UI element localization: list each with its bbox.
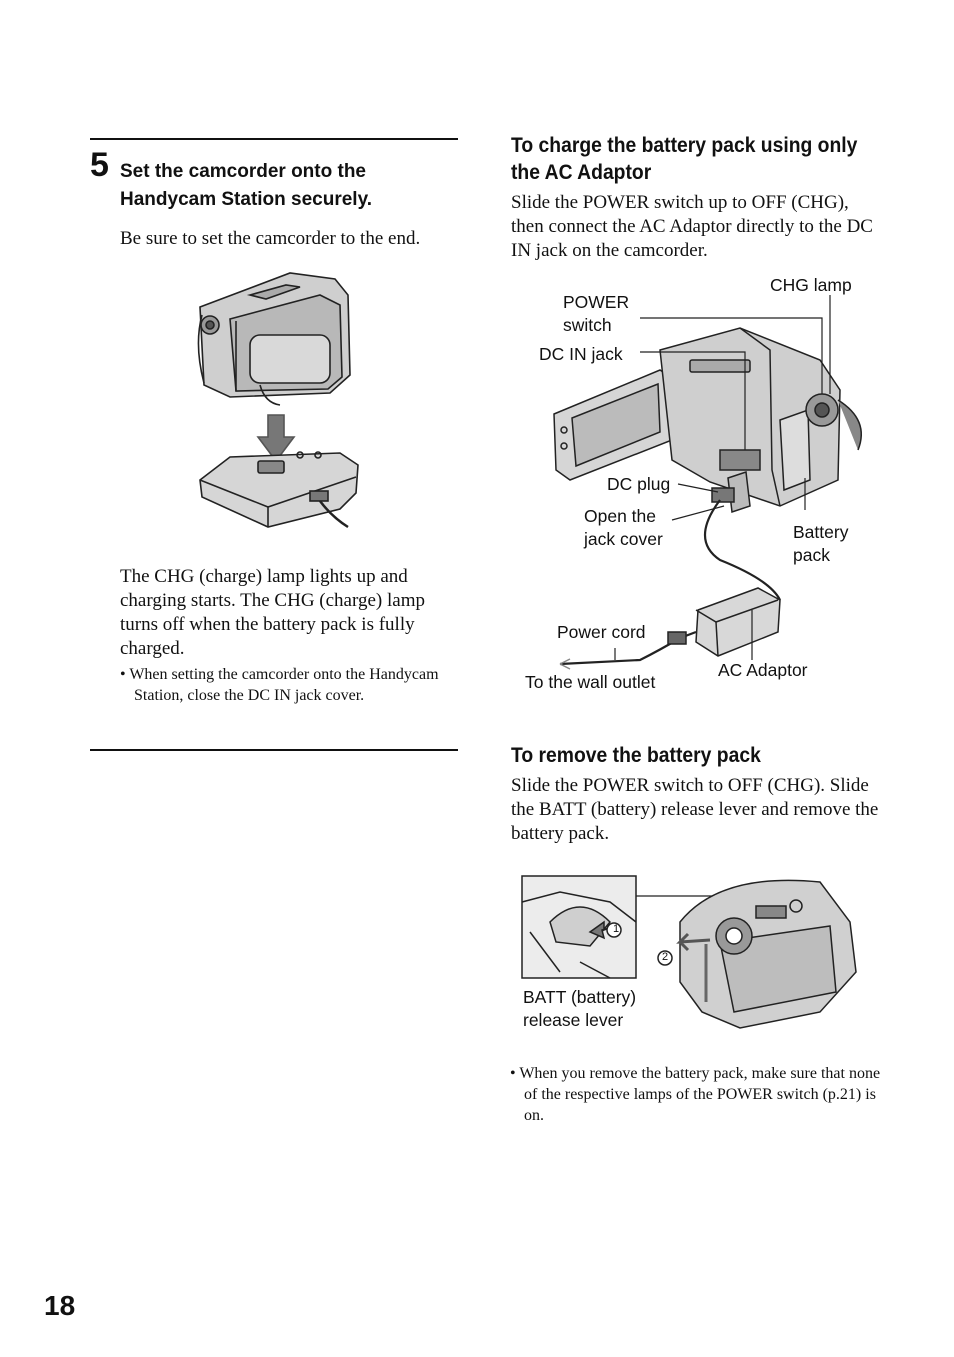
label-dc-in-jack: DC IN jack (539, 344, 623, 364)
step-title: Set the camcorder onto the Handycam Stat… (120, 161, 373, 210)
label-batt-release-lever-line1: BATT (battery) (523, 987, 637, 1007)
remove-battery-heading: To remove the battery pack (511, 744, 761, 767)
label-dc-plug: DC plug (607, 474, 671, 494)
battery-removal-note: • When you remove the battery pack, make… (510, 1065, 881, 1124)
label-chg-lamp: CHG lamp (770, 275, 852, 295)
handycam-station-note: • When setting the camcorder onto the Ha… (120, 666, 439, 704)
ac-adaptor-body: Slide the POWER switch up to OFF (CHG), … (511, 192, 873, 261)
ac-adaptor-illustration (553, 295, 862, 670)
label-battery-pack-line1: Battery (793, 522, 849, 542)
label-wall-outlet: To the wall outlet (525, 672, 656, 692)
label-power-switch-line1: POWER (563, 292, 630, 312)
label-open-jack-cover-line1: Open the (584, 506, 656, 526)
page-number: 18 (44, 1290, 76, 1321)
top-rule-left (90, 138, 458, 140)
marker-2: 2 (661, 951, 669, 963)
bottom-rule-left (90, 749, 458, 751)
label-power-switch: POWER switch (563, 291, 629, 337)
label-batt-release-lever: BATT (battery) release lever (523, 986, 636, 1032)
label-open-jack-cover: Open the jack cover (584, 505, 663, 551)
step-instruction: Be sure to set the camcorder to the end. (120, 228, 421, 249)
camcorder-on-station-illustration (197, 272, 359, 529)
step-number: 5 (90, 146, 109, 184)
label-battery-pack-line2: pack (793, 545, 830, 565)
marker-1: 1 (612, 923, 620, 935)
ac-adaptor-heading: To charge the battery pack using only th… (511, 134, 858, 184)
label-power-switch-line2: switch (563, 315, 612, 335)
label-ac-adaptor: AC Adaptor (718, 660, 808, 680)
label-open-jack-cover-line2: jack cover (584, 529, 663, 549)
battery-removal-illustration (521, 875, 857, 1029)
remove-battery-body: Slide the POWER switch to OFF (CHG). Sli… (511, 775, 879, 844)
label-battery-pack: Battery pack (793, 521, 848, 567)
charging-description: The CHG (charge) lamp lights up and char… (120, 566, 425, 659)
label-power-cord: Power cord (557, 622, 646, 642)
label-batt-release-lever-line2: release lever (523, 1010, 624, 1030)
